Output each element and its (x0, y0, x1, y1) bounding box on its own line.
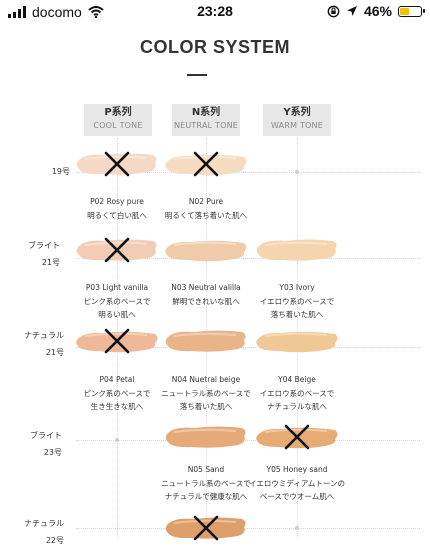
shade-description: 明るくて落ち着いた肌へ (164, 211, 248, 220)
row-label-line2: 21号 (45, 348, 64, 357)
row-label-line1: ナチュラル (24, 519, 64, 528)
location-arrow-icon (346, 6, 357, 16)
foundation-swatch (255, 326, 339, 360)
grid-line-horizontal (76, 440, 420, 441)
battery-icon (398, 5, 425, 17)
column-name: N系列 (191, 107, 221, 118)
column-tone: COOL TONE (93, 121, 143, 130)
shade-code: Y05 Honey sand (266, 465, 328, 474)
row-label-natural-22: ナチュラル 22号 (10, 518, 64, 547)
row-label-natural-21: ナチュラル 21号 (10, 330, 64, 359)
column-header-n: N系列 NEUTRAL TONE (172, 104, 240, 136)
column-header-p: P系列 COOL TONE (84, 104, 152, 136)
shade-description: 落ち着いた肌へ (270, 310, 324, 319)
shade-code: P03 Light vanilla (85, 283, 149, 292)
cross-mark-icon (103, 150, 131, 182)
row-label-line2: 22号 (45, 536, 64, 545)
shade-code: Y03 Ivory (279, 283, 315, 292)
title-underline (187, 74, 207, 76)
shade-code: Y04 Beige (278, 375, 316, 384)
grid-node (115, 438, 119, 442)
grid-node (295, 170, 299, 174)
shade-description: ニュートラル系のベースで (161, 389, 251, 398)
shade-code: N04 Nuetral beige (171, 375, 241, 384)
row-label-line1: ナチュラル (24, 331, 64, 340)
cross-mark-icon (192, 514, 220, 546)
grid-node (295, 526, 299, 530)
shade-description: ピンク系のベースで (83, 297, 151, 306)
shade-description: 鮮明できれいな肌へ (172, 297, 240, 306)
shade-code: P02 Rosy pure (90, 197, 144, 206)
column-tone: WARM TONE (271, 121, 323, 130)
cross-mark-icon (103, 327, 131, 359)
shade-description: イエロウ系のベースで (259, 389, 335, 398)
row-label-bright-21: ブライト 21号 (10, 240, 60, 269)
column-name: P系列 (104, 107, 132, 118)
foundation-swatch (164, 422, 248, 456)
shade-code: N02 Pure (188, 197, 224, 206)
shade-description: 落ち着いた肌へ (179, 402, 233, 411)
grid-line-horizontal (76, 258, 420, 259)
column-name: Y系列 (283, 107, 311, 118)
row-label-line2: 19号 (51, 167, 70, 176)
row-label-line2: 21号 (41, 258, 60, 267)
shade-description: ベースでウオーム肌へ (259, 492, 335, 501)
battery-percent: 46% (363, 3, 392, 19)
shade-description: イエロウミディアムトーンの (249, 479, 345, 488)
shade-description: 生き生きな肌へ (90, 402, 144, 411)
row-label-bright-23: ブライト 23号 (10, 430, 62, 459)
grid-line-horizontal (76, 347, 420, 348)
foundation-swatch (164, 235, 248, 269)
shade-code: N05 Sand (187, 465, 225, 474)
shade-description: 明るい肌へ (98, 310, 136, 319)
cross-mark-icon (283, 423, 311, 455)
cross-mark-icon (192, 150, 220, 182)
grid-line-horizontal (76, 528, 420, 529)
shade-description: ナチュラルで健康な肌へ (164, 492, 248, 501)
grid-line-horizontal (76, 172, 420, 173)
wifi-icon (88, 6, 104, 18)
status-bar: docomo 23:28 46% (0, 0, 430, 24)
carrier-name: docomo (32, 4, 82, 20)
column-tone: NEUTRAL TONE (173, 121, 239, 130)
page-title: COLOR SYSTEM (139, 37, 290, 57)
rotation-lock-icon (327, 5, 340, 17)
shade-description: ナチュラルな肌へ (267, 402, 327, 411)
cellular-signal-icon (8, 6, 26, 18)
shade-description: ニュートラル系のベースで (161, 479, 251, 488)
foundation-swatch (164, 326, 248, 360)
shade-code: P04 Petal (99, 375, 135, 384)
shade-description: イエロウ系のベースで (259, 297, 335, 306)
clock: 23:28 (197, 3, 233, 19)
shade-code: N03 Neutral valilla (171, 283, 241, 292)
cross-mark-icon (103, 236, 131, 268)
shade-description: 明るくて白い肌へ (87, 211, 147, 220)
foundation-swatch (255, 235, 339, 269)
row-label-line2: 23号 (43, 448, 62, 457)
row-label-line1: ブライト (28, 241, 60, 250)
row-label-line1: ブライト (30, 431, 62, 440)
shade-description: ピンク系のベースで (83, 389, 151, 398)
column-header-y: Y系列 WARM TONE (263, 104, 331, 136)
row-label-19: 19号 (20, 166, 70, 178)
